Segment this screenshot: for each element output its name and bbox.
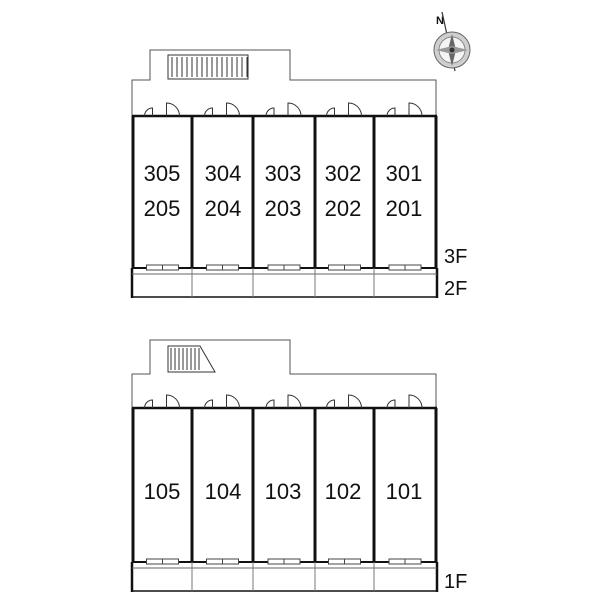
lower-floor-plan: 105 104 103 102 101 1F: [130, 339, 467, 593]
lower-door-a-2: [265, 399, 275, 409]
upper-door-b-1: [226, 102, 240, 117]
lower-door-b-1: [226, 394, 240, 409]
lower-door-b-0: [166, 394, 180, 409]
unit-202-label: 202: [325, 196, 362, 221]
upper-door-b-4: [408, 102, 423, 117]
unit-105-label: 105: [144, 479, 181, 504]
lower-door-a-4: [386, 399, 396, 409]
compass: N: [433, 11, 471, 72]
upper-corridor-outline: [131, 49, 437, 116]
upper-balcony-dividers: [191, 268, 375, 297]
lower-door-b-4: [408, 394, 423, 409]
unit-104-label: 104: [205, 479, 242, 504]
unit-205-label: 205: [144, 196, 181, 221]
upper-stairs-frame: [167, 54, 249, 80]
upper-doors: [144, 102, 423, 117]
unit-301-label: 301: [386, 161, 423, 186]
unit-101-label: 101: [386, 479, 423, 504]
unit-303-label: 303: [265, 161, 302, 186]
lower-unit-labels: 105 104 103 102 101: [144, 479, 423, 504]
upper-door-a-0: [144, 107, 153, 117]
unit-203-label: 203: [265, 196, 302, 221]
lower-door-b-2: [287, 394, 302, 409]
unit-304-label: 304: [205, 161, 242, 186]
lower-stairs: [167, 345, 216, 373]
upper-floor-plan: 305 205 304 204 303 203 302 202 301 201 …: [130, 49, 467, 300]
upper-door-b-3: [348, 102, 362, 117]
unit-305-label: 305: [144, 161, 181, 186]
lower-door-a-1: [204, 399, 213, 409]
upper-door-b-0: [166, 102, 180, 117]
lower-windows: [146, 558, 422, 565]
floor-label-3f: 3F: [444, 246, 467, 268]
lower-partition-walls: [131, 408, 438, 562]
unit-103-label: 103: [265, 479, 302, 504]
upper-stairs: [167, 54, 249, 80]
upper-balcony-sides: [130, 268, 439, 298]
lower-door-b-3: [348, 394, 362, 409]
lower-balcony-dividers: [191, 562, 375, 591]
upper-door-a-2: [265, 107, 275, 117]
lower-corridor-outline: [131, 339, 437, 408]
lower-balcony-sides: [130, 562, 439, 592]
upper-unit-labels: 305 205 304 204 303 203 302 202 301 201: [144, 161, 423, 221]
lower-doors: [144, 394, 423, 409]
unit-302-label: 302: [325, 161, 362, 186]
upper-door-a-4: [386, 107, 396, 117]
lower-door-a-0: [144, 399, 153, 409]
upper-windows: [146, 264, 422, 271]
floor-label-2f: 2F: [444, 278, 467, 300]
upper-partition-walls: [131, 116, 438, 268]
unit-204-label: 204: [205, 196, 242, 221]
compass-center: [449, 47, 455, 53]
upper-door-a-3: [326, 107, 335, 117]
lower-door-a-3: [326, 399, 335, 409]
upper-door-a-1: [204, 107, 213, 117]
floor-label-1f: 1F: [444, 571, 467, 593]
unit-201-label: 201: [386, 196, 423, 221]
unit-102-label: 102: [325, 479, 362, 504]
compass-north-label: N: [436, 15, 444, 27]
upper-door-b-2: [287, 102, 302, 117]
